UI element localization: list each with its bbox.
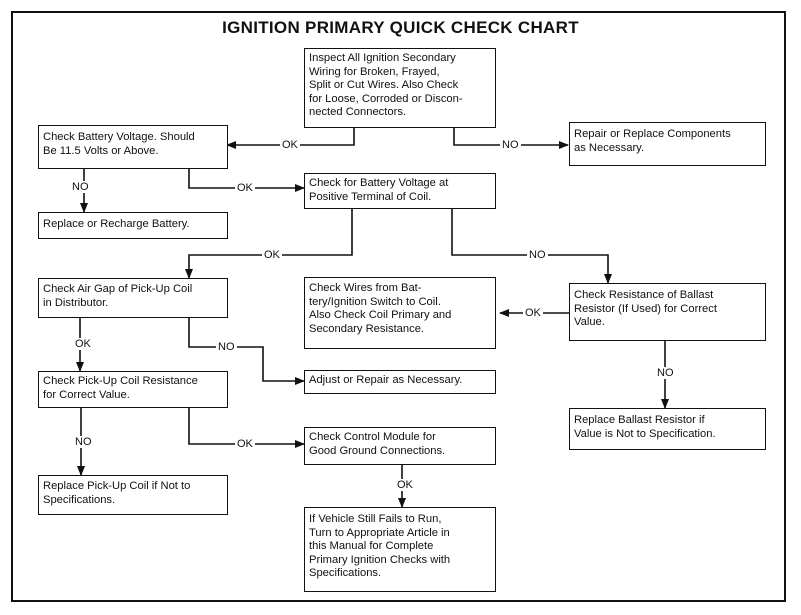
check-battery-voltage-box: Check Battery Voltage. Should Be 11.5 Vo… [38, 125, 228, 169]
chart-frame [11, 11, 786, 602]
check-control-module-box: Check Control Module for Good Ground Con… [304, 427, 496, 465]
label-no-pickup: NO [73, 436, 94, 448]
vehicle-still-fails-box: If Vehicle Still Fails to Run, Turn to A… [304, 507, 496, 592]
connector-pickup-ok [188, 407, 305, 448]
connector-coil-no [451, 208, 612, 284]
label-ok-module: OK [395, 479, 415, 491]
check-wires-box: Check Wires from Bat- tery/Ignition Swit… [304, 277, 496, 349]
repair-replace-components-box: Repair or Replace Components as Necessar… [569, 122, 766, 166]
label-no-battery: NO [70, 181, 91, 193]
check-coil-voltage-box: Check for Battery Voltage at Positive Te… [304, 173, 496, 209]
replace-pickup-coil-box: Replace Pick-Up Coil if Not to Specifica… [38, 475, 228, 515]
connector-airgap-no [188, 317, 305, 385]
replace-recharge-battery-box: Replace or Recharge Battery. [38, 212, 228, 239]
label-ok-inspect: OK [280, 139, 300, 151]
label-ok-ballast: OK [523, 307, 543, 319]
adjust-repair-box: Adjust or Repair as Necessary. [304, 370, 496, 394]
chart-title: IGNITION PRIMARY QUICK CHECK CHART [222, 18, 579, 37]
check-ballast-resistance-box: Check Resistance of Ballast Resistor (If… [569, 283, 766, 341]
connector-inspect-ok [226, 127, 355, 149]
label-ok-coil: OK [262, 249, 282, 261]
label-no-ballast: NO [655, 367, 676, 379]
connector-battery-ok [188, 168, 305, 192]
inspect-wiring-box: Inspect All Ignition Secondary Wiring fo… [304, 48, 496, 128]
check-air-gap-box: Check Air Gap of Pick-Up Coil in Distrib… [38, 278, 228, 318]
label-ok-battery: OK [235, 182, 255, 194]
label-ok-airgap: OK [73, 338, 93, 350]
label-no-airgap: NO [216, 341, 237, 353]
replace-ballast-resistor-box: Replace Ballast Resistor if Value is Not… [569, 408, 766, 450]
connector-inspect-no [453, 127, 569, 149]
label-ok-pickup: OK [235, 438, 255, 450]
label-no-inspect: NO [500, 139, 521, 151]
check-pickup-resistance-box: Check Pick-Up Coil Resistance for Correc… [38, 371, 228, 408]
label-no-coil: NO [527, 249, 548, 261]
